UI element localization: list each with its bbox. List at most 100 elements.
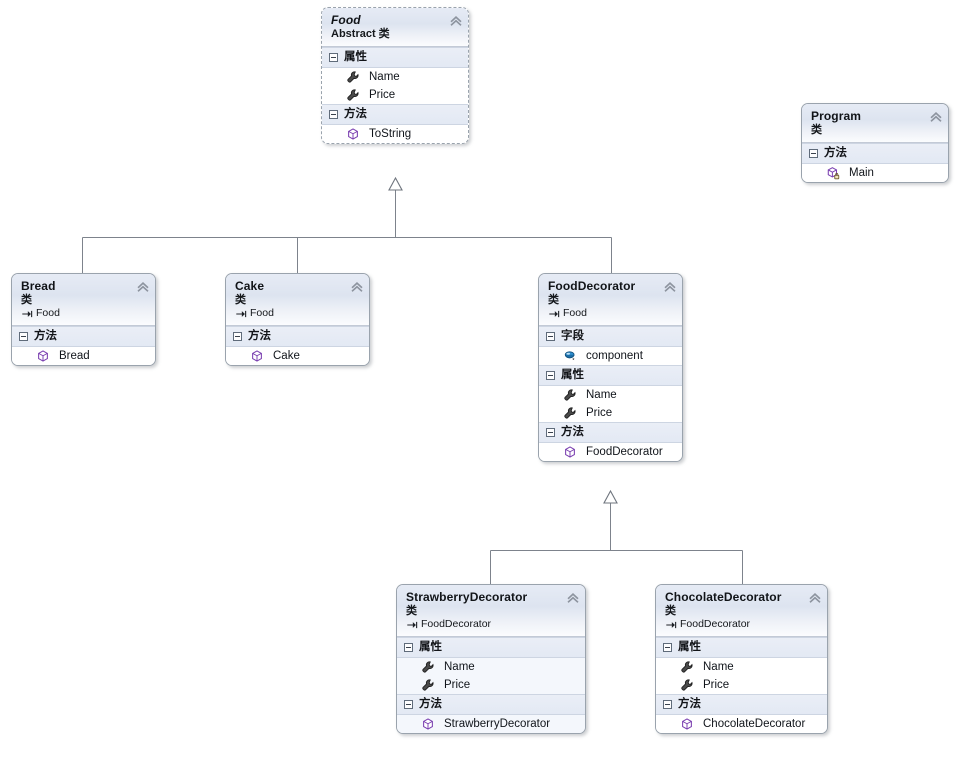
section-members: ToString xyxy=(322,125,468,143)
member-name: Bread xyxy=(59,350,90,362)
collapse-toggle[interactable] xyxy=(136,280,149,292)
member-row[interactable]: Name xyxy=(539,386,682,404)
section-header-methods[interactable]: 方法 xyxy=(802,143,948,164)
section-label: 字段 xyxy=(561,330,584,342)
class-title: Program xyxy=(811,109,862,123)
section-header-methods[interactable]: 方法 xyxy=(322,104,468,125)
section-header-properties[interactable]: 属性 xyxy=(656,637,827,658)
chevron-up-double-icon xyxy=(137,282,149,292)
section-header-fields[interactable]: 字段 xyxy=(539,326,682,347)
section-header-methods[interactable]: 方法 xyxy=(12,326,155,347)
section-expander-icon[interactable] xyxy=(19,332,28,341)
section-expander-icon[interactable] xyxy=(663,643,672,652)
member-name: Price xyxy=(444,679,471,691)
member-name: ToString xyxy=(369,128,412,140)
member-row[interactable]: Name xyxy=(322,68,468,86)
inherits-arrow-icon xyxy=(407,621,418,628)
collapse-toggle[interactable] xyxy=(808,591,821,603)
section-header-methods[interactable]: 方法 xyxy=(539,422,682,443)
class-stereotype: 类 xyxy=(811,124,822,136)
base-class-name: Food xyxy=(250,307,274,319)
collapse-toggle[interactable] xyxy=(929,110,942,122)
collapse-toggle[interactable] xyxy=(350,280,363,292)
class-body: 方法 Bread xyxy=(12,326,155,365)
section-expander-icon[interactable] xyxy=(663,700,672,709)
member-row[interactable]: Price xyxy=(539,404,682,422)
chevron-up-double-icon xyxy=(664,282,676,292)
member-row[interactable]: Price xyxy=(397,676,585,694)
section-header-properties[interactable]: 属性 xyxy=(322,47,468,68)
section-header-methods[interactable]: 方法 xyxy=(656,694,827,715)
member-row[interactable]: Cake xyxy=(226,347,369,365)
member-row[interactable]: Name xyxy=(656,658,827,676)
member-row[interactable]: Bread xyxy=(12,347,155,365)
collapse-toggle[interactable] xyxy=(663,280,676,292)
member-row[interactable]: ChocolateDecorator xyxy=(656,715,827,733)
section-header-properties[interactable]: 属性 xyxy=(539,365,682,386)
chevron-up-double-icon xyxy=(450,16,462,26)
section-expander-icon[interactable] xyxy=(809,149,818,158)
member-row[interactable]: Price xyxy=(656,676,827,694)
member-name: Price xyxy=(586,407,613,419)
section-expander-icon[interactable] xyxy=(329,110,338,119)
member-name: Main xyxy=(849,167,874,179)
method-cube-private-icon xyxy=(827,167,840,180)
section-expander-icon[interactable] xyxy=(546,332,555,341)
inherits-arrow-icon xyxy=(236,310,247,317)
class-title: Food xyxy=(331,13,361,27)
section-header-methods[interactable]: 方法 xyxy=(226,326,369,347)
section-expander-icon[interactable] xyxy=(546,371,555,380)
class-stereotype: 类 xyxy=(21,294,32,306)
class-title: StrawberryDecorator xyxy=(406,590,528,604)
member-row[interactable]: component xyxy=(539,347,682,365)
member-name: Price xyxy=(369,89,396,101)
section-label: 方法 xyxy=(824,147,847,159)
section-expander-icon[interactable] xyxy=(404,700,413,709)
method-cube-icon xyxy=(38,350,48,362)
member-row[interactable]: FoodDecorator xyxy=(539,443,682,461)
collapse-toggle[interactable] xyxy=(449,14,462,26)
section-expander-icon[interactable] xyxy=(404,643,413,652)
section-expander-icon[interactable] xyxy=(329,53,338,62)
base-class-row: FoodDecorator xyxy=(406,618,577,631)
member-row[interactable]: Price xyxy=(322,86,468,104)
property-wrench-icon xyxy=(564,389,576,401)
member-row[interactable]: ToString xyxy=(322,125,468,143)
section-label: 属性 xyxy=(678,641,701,653)
section-expander-icon[interactable] xyxy=(546,428,555,437)
member-row[interactable]: Name xyxy=(397,658,585,676)
collapse-toggle[interactable] xyxy=(566,591,579,603)
section-header-properties[interactable]: 属性 xyxy=(397,637,585,658)
member-row[interactable]: Main xyxy=(802,164,948,182)
member-name: StrawberryDecorator xyxy=(444,718,551,730)
method-cube-icon xyxy=(682,718,692,730)
section-expander-icon[interactable] xyxy=(233,332,242,341)
section-members: FoodDecorator xyxy=(539,443,682,461)
member-row[interactable]: StrawberryDecorator xyxy=(397,715,585,733)
base-class-name: FoodDecorator xyxy=(421,618,492,630)
section-header-methods[interactable]: 方法 xyxy=(397,694,585,715)
method-cube-icon xyxy=(423,718,433,730)
